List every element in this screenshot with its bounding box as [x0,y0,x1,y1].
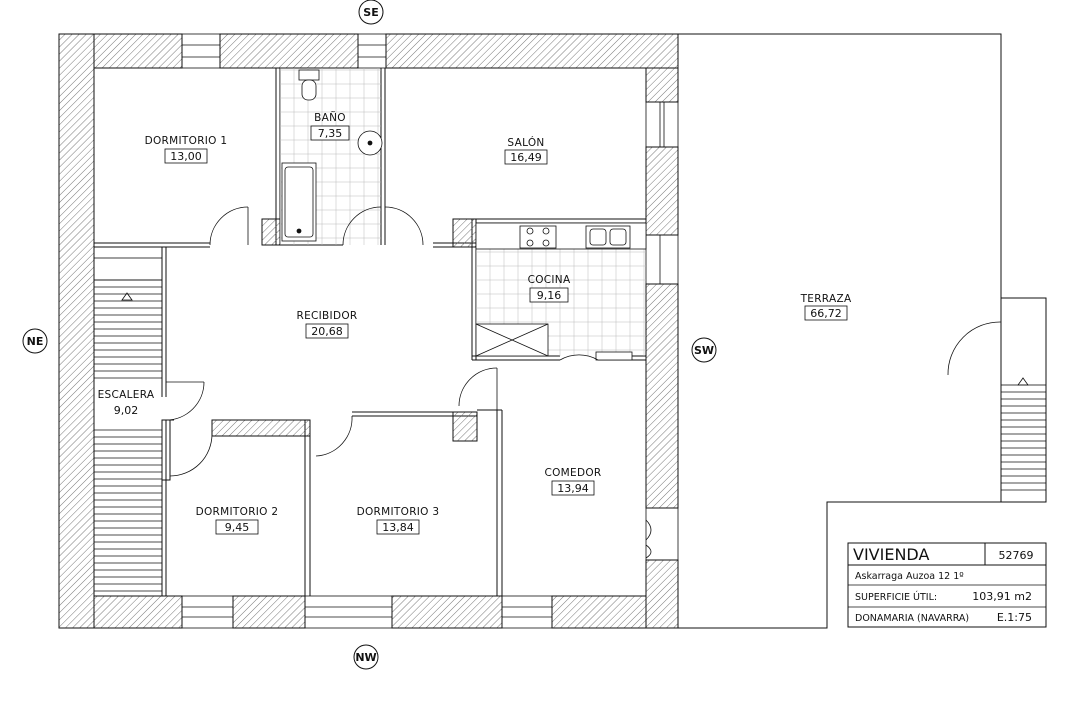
room-name-cocina: COCINA [528,274,571,286]
room-area-escalera: 9,02 [114,404,139,417]
room-area-salon: 16,49 [510,151,542,164]
door-escalera [165,381,205,421]
room-area-box-terraza [804,305,848,321]
room-name-dormitorio3: DORMITORIO 3 [357,506,440,518]
room-name-terraza: TERRAZA [800,293,852,305]
title-block: VIVIENDA 52769 Askarraga Auzoa 12 1º SUP… [847,542,1047,628]
bathroom-fixtures [281,69,383,242]
room-name-dormitorio2: DORMITORIO 2 [196,506,279,518]
room-area-box-dormitorio1 [164,148,208,164]
wall-columns [161,218,478,481]
room-name-bano: BAÑO [314,111,346,124]
room-area-bano: 7,35 [318,127,343,140]
door-terrace [645,519,652,541]
door-bano [342,206,382,246]
room-area-cocina: 9,16 [537,289,562,302]
room-area-box-recibidor [305,323,349,339]
room-area-recibidor: 20,68 [311,325,343,338]
room-area-dormitorio1: 13,00 [170,150,202,163]
doors [165,206,652,559]
title-block-location: DONAMARIA (NAVARRA) [855,613,969,624]
door-dormitorio1 [209,206,249,246]
left-staircase [93,257,163,592]
room-name-escalera: ESCALERA [98,389,155,401]
title-block-address: Askarraga Auzoa 12 1º [855,571,964,582]
room-name-comedor: COMEDOR [544,467,601,479]
orientation-circle-right [691,337,717,363]
room-area-box-dormitorio2 [215,519,259,535]
door-comedor [458,367,498,407]
room-area-terraza: 66,72 [810,307,842,320]
door-salon [384,206,424,246]
orientation-labels: SE NE NW SW [27,6,714,664]
room-area-box-bano [310,125,350,141]
room-area-box-salon [504,149,548,165]
orientation-markers [22,0,717,670]
room-name-dormitorio1: DORMITORIO 1 [145,135,228,147]
terrace-stairs [947,321,1047,503]
door-dormitorio3 [315,415,353,457]
room-area-box-dormitorio3 [376,519,420,535]
room-name-salon: SALÓN [507,136,544,149]
title-block-title: VIVIENDA [853,545,929,564]
orientation-circle-top [358,0,384,25]
title-block-code: 52769 [999,549,1034,562]
orientation-label-right: SW [694,344,714,357]
title-block-surface-value: 103,91 m2 [972,590,1032,603]
orientation-label-top: SE [363,6,378,19]
room-area-box-comedor [551,480,595,496]
exterior-walls [58,33,679,629]
windows [181,33,679,629]
title-block-surface-label: SUPERFICIE ÚTIL: [855,591,937,603]
room-area-box-cocina [529,287,569,303]
door-dormitorio2 [169,433,213,477]
title-block-scale: E.1:75 [997,611,1032,624]
room-area-comedor: 13,94 [557,482,589,495]
orientation-circle-left [22,328,48,354]
orientation-label-left: NE [27,335,44,348]
orientation-circle-bottom [353,644,379,670]
kitchen-fixtures [475,222,647,361]
room-area-dormitorio2: 9,45 [225,521,250,534]
room-area-dormitorio3: 13,84 [382,521,414,534]
room-name-recibidor: RECIBIDOR [296,310,357,322]
terrace-outline [678,33,1047,629]
door-cocina [559,354,599,361]
orientation-label-bottom: NW [355,651,376,664]
room-labels: DORMITORIO 1 13,00 BAÑO 7,35 SALÓN 16,49… [98,111,852,535]
